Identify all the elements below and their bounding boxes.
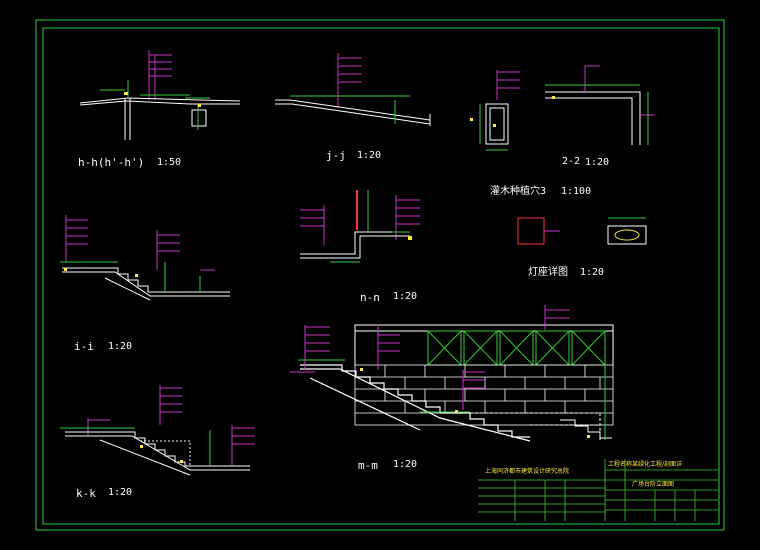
section-kk-scale: 1:20 xyxy=(108,487,133,498)
title-block-project-label: 工程名称 xyxy=(608,461,633,468)
detail-mm xyxy=(290,305,614,442)
section-nn-name: n-n xyxy=(360,291,380,304)
section-ii-name: i-i xyxy=(74,340,94,353)
detail-jj xyxy=(275,53,431,126)
section-kk-name: k-k xyxy=(76,487,96,500)
outer-frame xyxy=(35,19,725,531)
detail-ii xyxy=(60,215,230,301)
section-lamp-name: 灯座详图 xyxy=(528,267,568,278)
section-lamp-scale: 1:20 xyxy=(580,267,605,278)
section-tree-name: 灌木种植穴3 xyxy=(490,186,547,197)
section-nn-scale: 1:20 xyxy=(393,291,418,302)
section-mm-name: m-m xyxy=(358,459,378,472)
title-block-company: 上海同济都市建筑设计研究总院 xyxy=(485,468,570,475)
section-22-scale: 1:20 xyxy=(585,157,610,168)
title-block-grid xyxy=(478,459,718,521)
detail-lamp xyxy=(517,217,647,245)
section-jj-scale: 1:20 xyxy=(357,150,382,161)
section-ii-scale: 1:20 xyxy=(108,341,133,352)
section-hh-scale: 1:50 xyxy=(157,157,182,168)
title-block-project-value: 某绿化工程/剖面详 xyxy=(632,461,683,468)
section-tree-scale: 1:100 xyxy=(561,186,592,197)
detail-nn xyxy=(300,190,420,263)
section-mm-scale: 1:20 xyxy=(393,459,418,470)
section-jj-name: j-j xyxy=(326,149,346,162)
section-22-name: 2-2 xyxy=(562,156,581,167)
detail-kk xyxy=(60,385,255,476)
title-block-drawing-value: 广场台阶立面图 xyxy=(632,481,675,488)
detail-22 xyxy=(470,65,655,151)
inner-frame xyxy=(42,27,720,525)
section-hh-name: h-h(h'-h') xyxy=(78,156,145,169)
detail-hh xyxy=(79,50,241,140)
